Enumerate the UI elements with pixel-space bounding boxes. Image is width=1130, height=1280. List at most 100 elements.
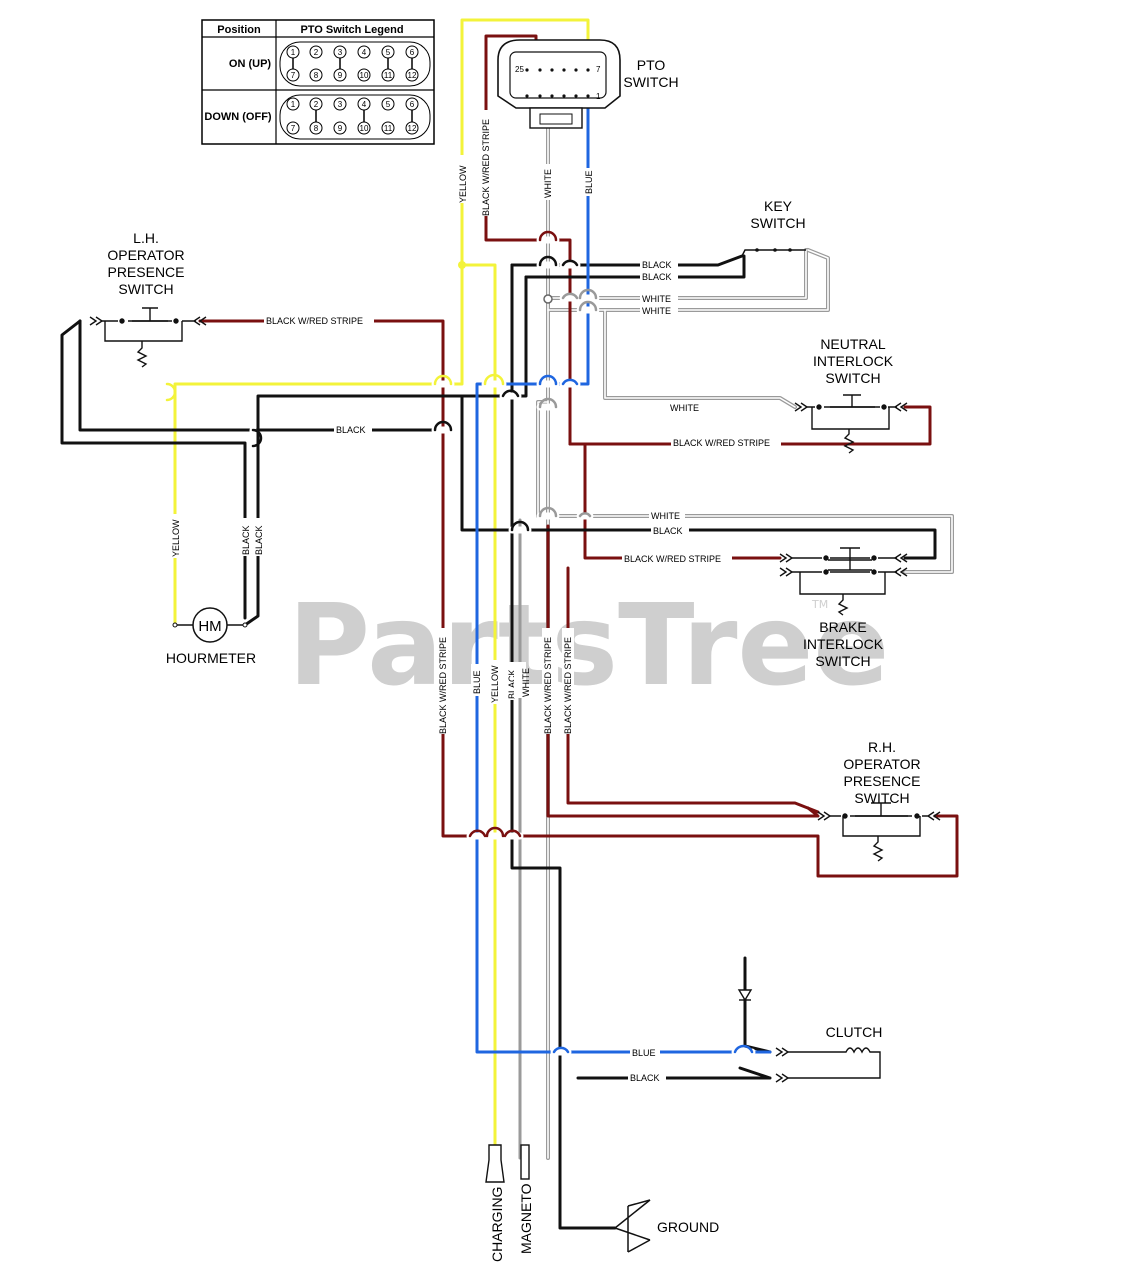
- charging-terminal: CHARGING: [485, 1144, 505, 1262]
- pto-switch-label-1: PTO: [637, 57, 666, 73]
- lh-presence-label-3: PRESENCE: [107, 264, 184, 280]
- wire-labels: YELLOW BLACK W/RED STRIPE WHITE BLUE YEL…: [170, 110, 781, 1083]
- pto-pin-left: 25: [515, 65, 524, 74]
- pin-10: 10: [360, 71, 369, 80]
- legend-row-off: DOWN (OFF): [204, 111, 272, 123]
- pin-7: 7: [291, 71, 296, 80]
- magneto-terminal: MAGNETO: [518, 1144, 534, 1254]
- pin-4: 4: [362, 48, 367, 57]
- pto-switch-legend: Position PTO Switch Legend ON (UP) DOWN …: [201, 19, 435, 145]
- pin-9: 9: [338, 71, 343, 80]
- legend-pins-on: 1 2 3 4 5 6 7 8 9 10 11 12: [286, 45, 419, 82]
- hourmeter-symbol: HM: [198, 618, 221, 635]
- watermark-text: PartsTree: [288, 581, 889, 711]
- pto-pin-right: 7: [596, 65, 601, 74]
- pto-pin-right-low: 1: [596, 92, 601, 101]
- wire-label-red-mid: BLACK W/RED STRIPE: [438, 637, 448, 734]
- wire-label-black-key-1: BLACK: [642, 260, 672, 270]
- wire-label-black-brake: BLACK: [653, 526, 683, 536]
- wire-label-blue-clutch: BLUE: [632, 1048, 656, 1058]
- wire-label-blue-top: BLUE: [584, 170, 594, 194]
- pin-6: 6: [410, 100, 415, 109]
- legend-row-on: ON (UP): [229, 58, 272, 70]
- lh-presence-label-2: OPERATOR: [107, 247, 184, 263]
- pin-5: 5: [386, 100, 391, 109]
- black-wires: [60, 254, 937, 1230]
- wire-label-black-hm-2: BLACK: [254, 525, 264, 555]
- wire-label-white-mid: WHITE: [521, 668, 531, 697]
- watermark-tm: TM: [811, 598, 828, 611]
- key-switch-label-1: KEY: [764, 198, 793, 214]
- neutral-label-1: NEUTRAL: [820, 336, 886, 352]
- wire-label-black-lh: BLACK: [336, 425, 366, 435]
- lh-presence-label-1: L.H.: [133, 230, 159, 246]
- rh-presence-label-1: R.H.: [868, 739, 896, 755]
- legend-pins-off: 1 2 3 4 5 6 7 8 9 10 11 12: [286, 97, 419, 135]
- lh-presence-label-4: SWITCH: [118, 281, 173, 297]
- pin-2: 2: [314, 100, 319, 109]
- lh-presence-switch: L.H. OPERATOR PRESENCE SWITCH: [89, 230, 207, 368]
- crossover-arcs: [165, 230, 754, 1054]
- pto-switch-label-2: SWITCH: [623, 74, 678, 90]
- wire-label-blue-mid: BLUE: [472, 670, 482, 694]
- brake-label-2: INTERLOCK: [803, 636, 884, 652]
- pin-12: 12: [408, 71, 417, 80]
- pin-8: 8: [314, 124, 319, 133]
- wire-label-yellow-mid: YELLOW: [490, 665, 500, 703]
- wire-label-white-top: WHITE: [543, 169, 553, 198]
- rh-presence-label-2: OPERATOR: [843, 756, 920, 772]
- wire-label-black-key-2: BLACK: [642, 272, 672, 282]
- pin-2: 2: [314, 48, 319, 57]
- wire-label-red-mid-2: BLACK W/RED STRIPE: [543, 637, 553, 734]
- hourmeter: HM HOURMETER: [166, 607, 256, 666]
- pin-4: 4: [362, 100, 367, 109]
- neutral-label-2: INTERLOCK: [813, 353, 894, 369]
- clutch-label: CLUTCH: [826, 1024, 883, 1040]
- wire-label-red-lh: BLACK W/RED STRIPE: [266, 316, 363, 326]
- crossover-gaps: [163, 236, 756, 1056]
- pin-1: 1: [291, 100, 296, 109]
- brake-label-1: BRAKE: [819, 619, 866, 635]
- ground-icon: GROUND: [614, 1199, 719, 1253]
- pin-11: 11: [384, 71, 393, 80]
- pto-switch-connector: 25 7 1 PTO SWITCH: [497, 39, 679, 129]
- wire-label-white-key-2: WHITE: [642, 306, 671, 316]
- wire-label-black-hm-1: BLACK: [241, 525, 251, 555]
- magneto-label: MAGNETO: [518, 1183, 534, 1254]
- legend-header-title: PTO Switch Legend: [300, 24, 403, 36]
- rh-presence-label-3: PRESENCE: [843, 773, 920, 789]
- ground-label: GROUND: [657, 1219, 719, 1235]
- pin-9: 9: [338, 124, 343, 133]
- key-switch-label-2: SWITCH: [750, 215, 805, 231]
- wire-label-white-neutral: WHITE: [670, 403, 699, 413]
- pin-3: 3: [338, 100, 343, 109]
- hourmeter-icon: [192, 607, 228, 643]
- wire-label-red-neutral: BLACK W/RED STRIPE: [673, 438, 770, 448]
- pin-3: 3: [338, 48, 343, 57]
- wire-label-yellow-top: YELLOW: [458, 165, 468, 203]
- wire-label-yellow-hm: YELLOW: [171, 519, 181, 557]
- brake-interlock-switch: BRAKE INTERLOCK SWITCH: [779, 547, 908, 669]
- red-stripe-wires: [198, 34, 959, 878]
- pin-6: 6: [410, 48, 415, 57]
- brake-label-3: SWITCH: [815, 653, 870, 669]
- charging-label: CHARGING: [489, 1187, 505, 1262]
- pin-11: 11: [384, 124, 393, 133]
- neutral-label-3: SWITCH: [825, 370, 880, 386]
- rh-presence-switch: R.H. OPERATOR PRESENCE SWITCH: [817, 739, 941, 862]
- pin-1: 1: [291, 48, 296, 57]
- diode-icon: [737, 968, 753, 1002]
- pin-10: 10: [360, 124, 369, 133]
- rh-presence-label-4: SWITCH: [854, 790, 909, 806]
- key-switch: KEY SWITCH: [741, 198, 806, 257]
- wire-label-black-mid: BLACK: [507, 669, 517, 699]
- pin-8: 8: [314, 71, 319, 80]
- wires: [60, 18, 959, 1230]
- clutch: CLUTCH: [775, 1024, 883, 1083]
- pin-12: 12: [408, 124, 417, 133]
- wire-label-red-brake: BLACK W/RED STRIPE: [624, 554, 721, 564]
- wire-label-red-top: BLACK W/RED STRIPE: [481, 119, 491, 216]
- hourmeter-label: HOURMETER: [166, 650, 256, 666]
- pin-7: 7: [291, 124, 296, 133]
- neutral-interlock-switch: NEUTRAL INTERLOCK SWITCH: [794, 336, 908, 454]
